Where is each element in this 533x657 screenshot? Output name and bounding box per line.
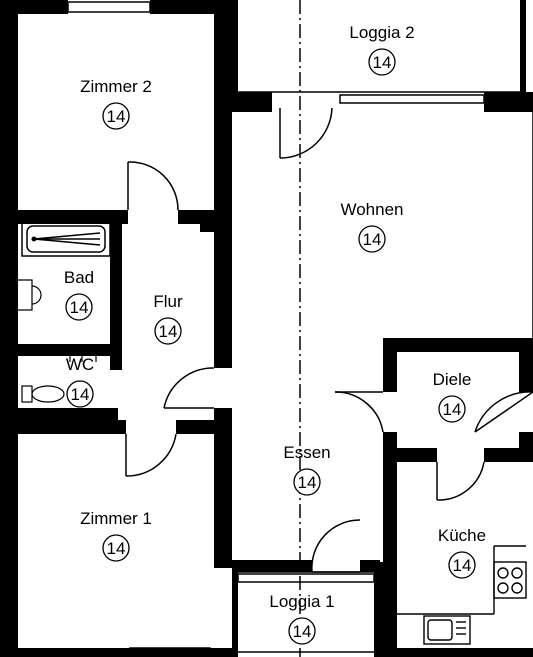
- room-number-circle: [358, 225, 386, 253]
- room-name-flur: Flur: [153, 292, 183, 311]
- toilet-icon: [21, 356, 97, 403]
- room-number-circle: [102, 102, 130, 130]
- room-name-loggia2: Loggia 2: [349, 23, 414, 42]
- room-essen: Essen 14: [283, 443, 331, 496]
- kitchen-sink-icon: [423, 615, 471, 645]
- room-number-zimmer2: 14: [107, 107, 126, 126]
- washbasin-icon: [18, 279, 42, 311]
- room-number-essen: 14: [298, 473, 317, 492]
- room-number-circle: [102, 534, 130, 562]
- room-zimmer1: Zimmer 1 14: [80, 509, 152, 562]
- room-loggia2: Loggia 2 14: [349, 23, 415, 76]
- room-number-zimmer1: 14: [107, 539, 126, 558]
- room-name-wc: WC: [66, 355, 94, 374]
- room-number-kueche: 14: [453, 556, 472, 575]
- room-name-zimmer2: Zimmer 2: [80, 77, 152, 96]
- room-name-zimmer1: Zimmer 1: [80, 509, 152, 528]
- doors: [125, 107, 533, 573]
- windows: [67, 1, 533, 657]
- stove-icon: [493, 561, 527, 599]
- room-number-loggia1: 14: [293, 622, 312, 641]
- room-number-circle: [154, 317, 182, 345]
- room-name-essen: Essen: [283, 443, 330, 462]
- room-number-circle: [65, 293, 93, 321]
- room-wc: WC 14: [66, 355, 94, 408]
- room-diele: Diele 14: [433, 370, 472, 423]
- room-number-circle: [368, 48, 396, 76]
- room-number-loggia2: 14: [373, 53, 392, 72]
- kitchen-counter: [397, 545, 526, 615]
- room-number-wohnen: 14: [363, 230, 382, 249]
- room-kueche: Küche 14: [438, 526, 486, 579]
- room-name-kueche: Küche: [438, 526, 486, 545]
- room-number-diele: 14: [443, 400, 462, 419]
- room-flur: Flur 14: [153, 292, 183, 345]
- room-number-circle: [438, 395, 466, 423]
- bathtub: [21, 221, 111, 257]
- room-loggia1: Loggia 1 14: [269, 592, 335, 645]
- room-number-circle: [288, 617, 316, 645]
- room-bad: Bad 14: [64, 268, 94, 321]
- room-number-wc: 14: [71, 385, 90, 404]
- room-name-bad: Bad: [64, 268, 94, 287]
- room-name-diele: Diele: [433, 370, 472, 389]
- room-number-circle: [448, 551, 476, 579]
- room-number-circle: [293, 468, 321, 496]
- room-number-circle: [66, 380, 94, 408]
- room-zimmer2: Zimmer 2 14: [80, 77, 152, 130]
- room-name-loggia1: Loggia 1: [269, 592, 334, 611]
- room-name-wohnen: Wohnen: [340, 200, 403, 219]
- room-number-bad: 14: [70, 298, 89, 317]
- room-number-flur: 14: [159, 322, 178, 341]
- room-wohnen: Wohnen 14: [340, 200, 404, 253]
